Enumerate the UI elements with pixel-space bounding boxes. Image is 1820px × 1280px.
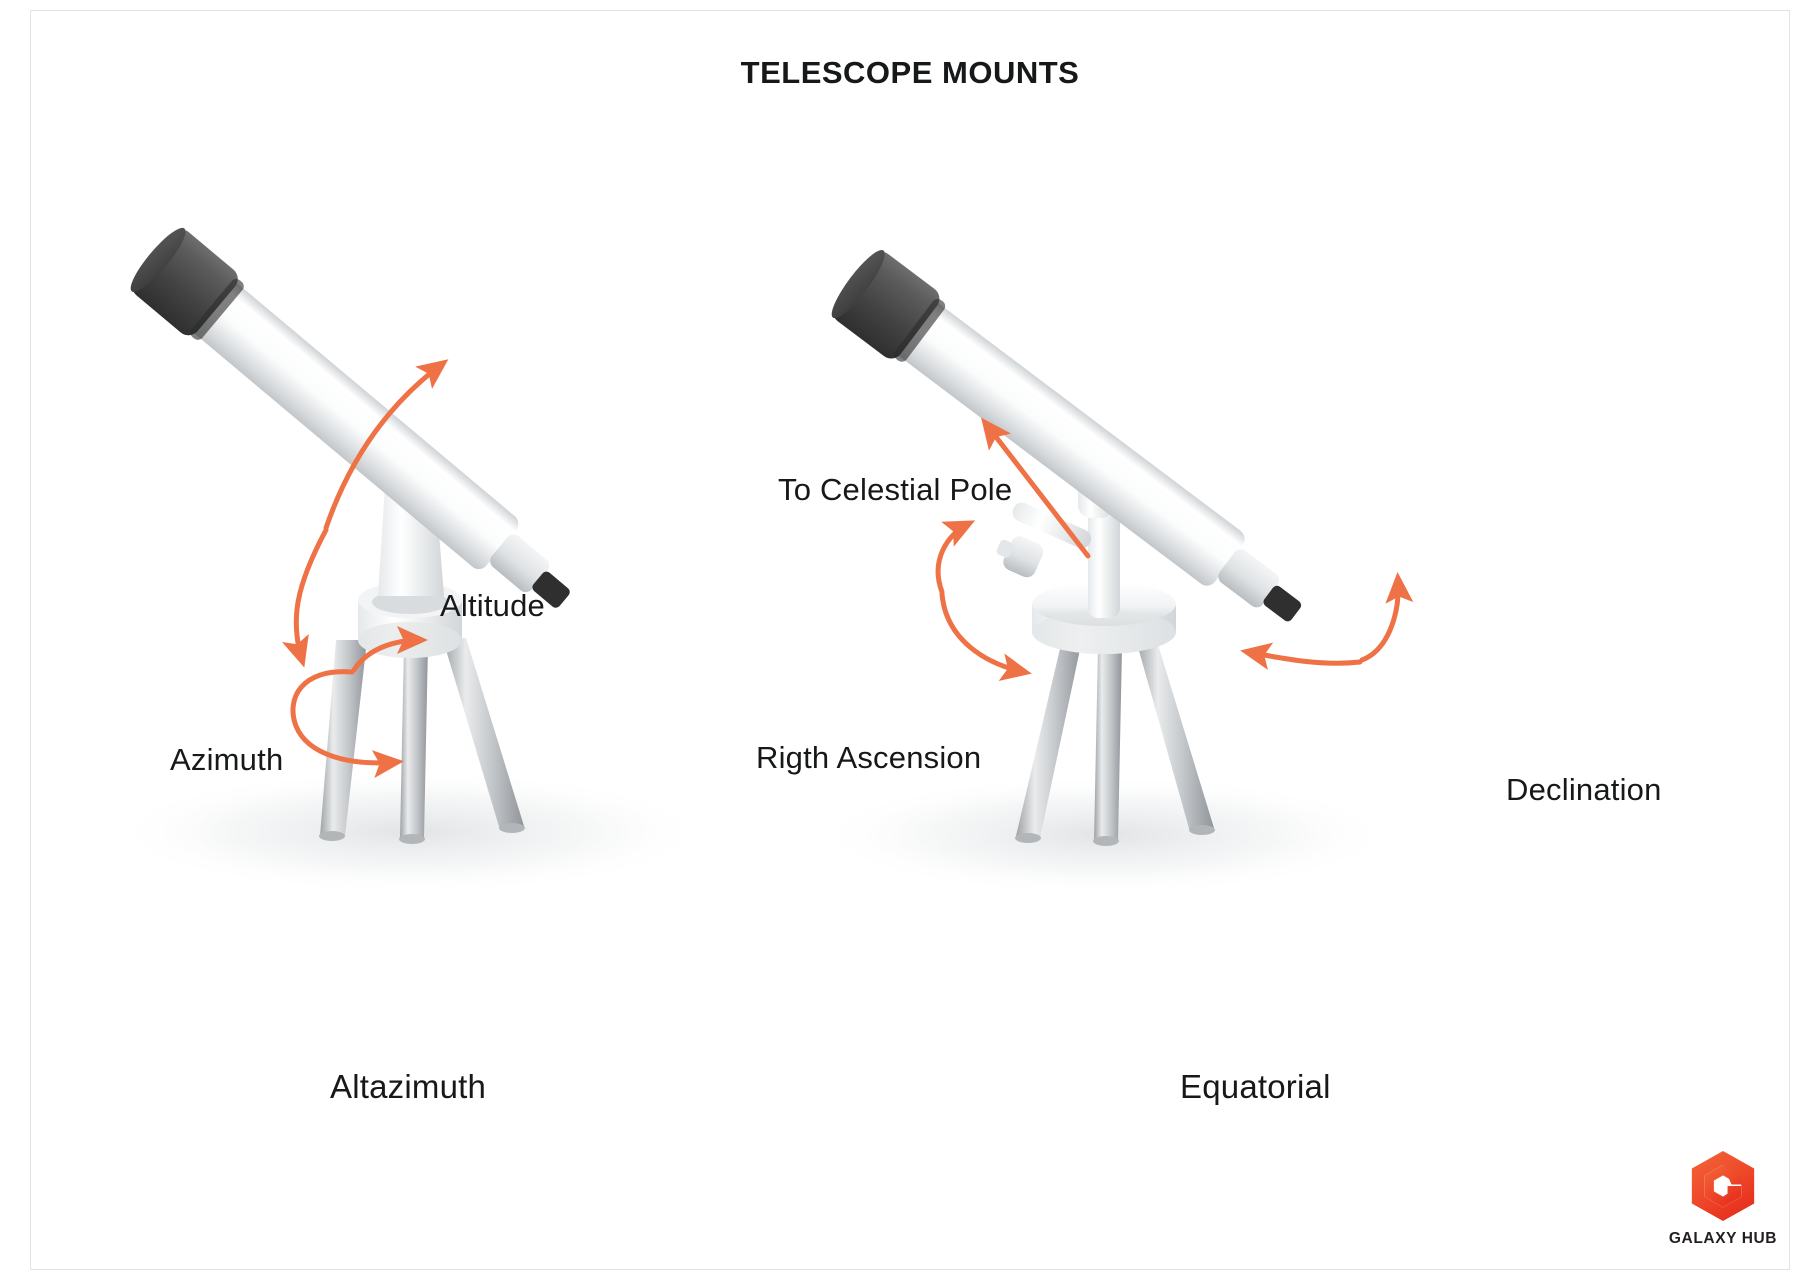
label-right-ascension: Rigth Ascension [756,740,982,775]
label-to-celestial-pole: To Celestial Pole [778,472,1013,507]
arrow-azimuth [290,626,429,779]
hexagon-g-icon [1691,1151,1755,1221]
arrow-declination [1240,572,1414,671]
tripod-legs-left [319,638,525,844]
label-declination: Declination [1506,772,1662,807]
brand-name: GALAXY HUB [1668,1230,1778,1247]
arrow-right-ascension [935,520,1032,681]
telescope-altazimuth [130,227,570,844]
telescope-tube-left [189,279,570,608]
arrow-celestial-pole [981,417,1091,559]
telescope-tube-right [893,300,1302,622]
brand-logo: GALAXY HUB [1653,1148,1793,1248]
caption-altazimuth: Altazimuth [330,1068,487,1105]
counterweight [996,536,1044,578]
arrow-altitude [281,359,449,668]
aperture-cap-right [831,249,946,362]
aperture-cap-left [130,227,244,340]
label-azimuth: Azimuth [170,742,284,777]
caption-equatorial: Equatorial [1180,1068,1331,1105]
tripod-legs-right [1015,638,1215,846]
label-altitude: Altitude [440,588,545,623]
page-title: TELESCOPE MOUNTS [740,55,1080,90]
telescope-equatorial [831,249,1414,846]
